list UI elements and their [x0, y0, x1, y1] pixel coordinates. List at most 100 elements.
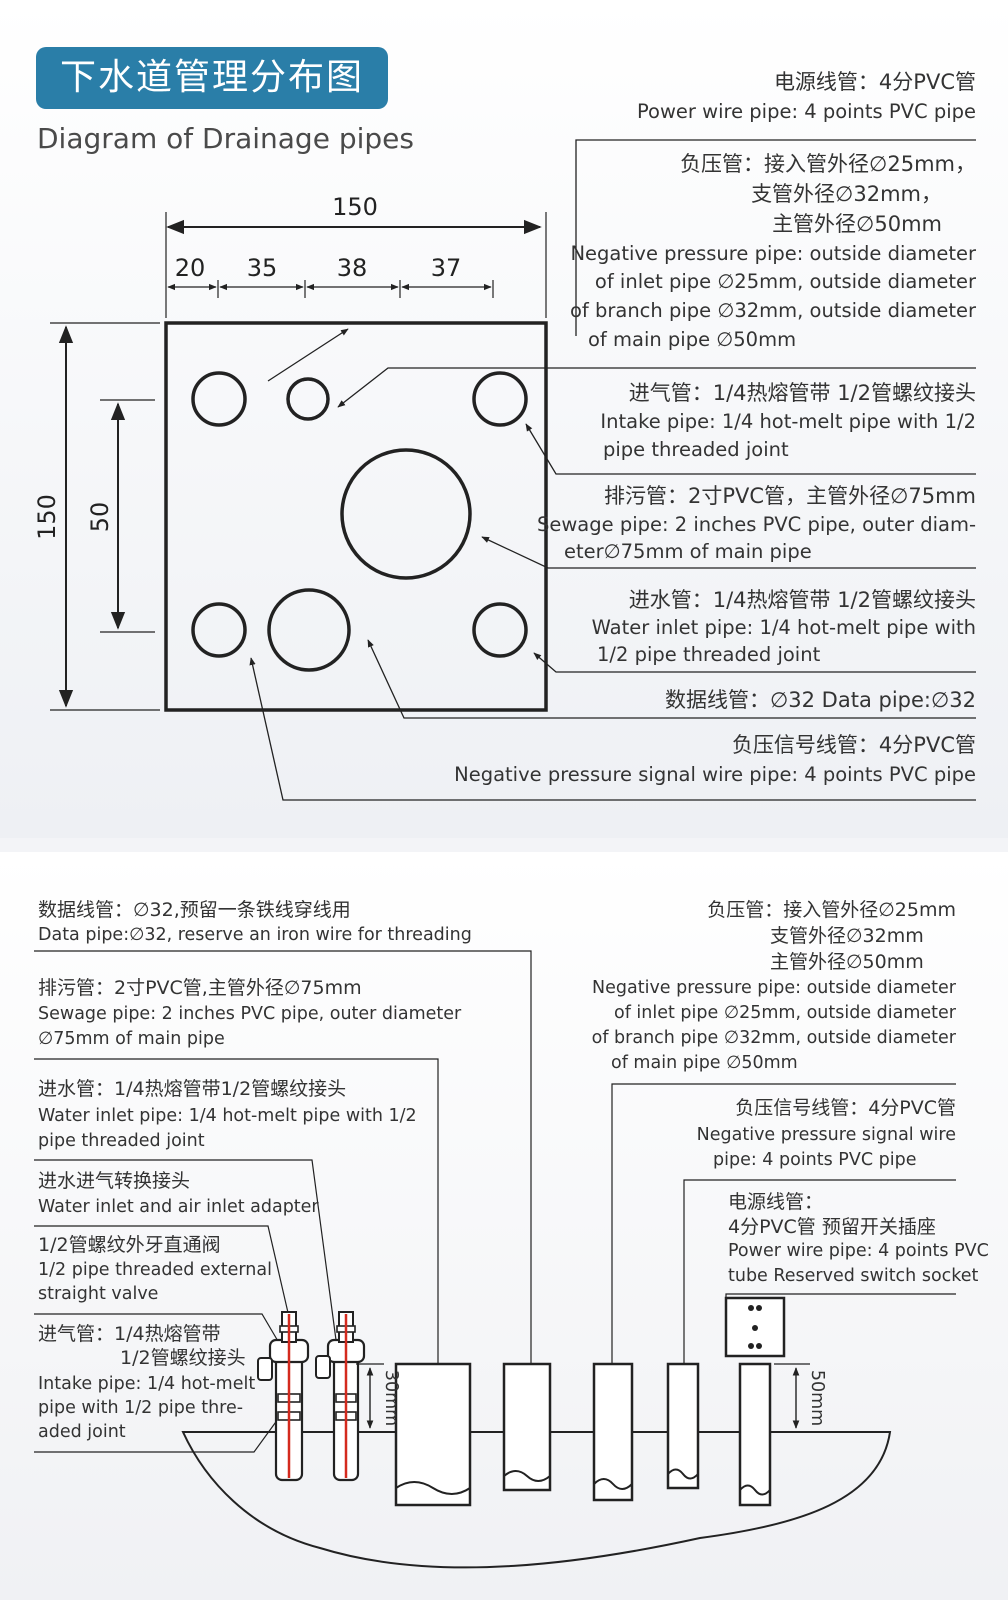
label-neg-en-1: Negative pressure pipe: outside diameter — [570, 242, 977, 265]
b-leader-adapter — [34, 1225, 294, 1331]
floor-ground-line — [181, 1431, 892, 1569]
sewage-pipe — [394, 1362, 472, 1507]
b-leader-power — [725, 1293, 956, 1298]
b-label-intake-en-1: Intake pipe: 1/4 hot-melt — [38, 1374, 255, 1394]
leader-power — [575, 139, 976, 336]
b-label-negsig-cn: 负压信号线管：4分PVC管 — [735, 1097, 956, 1119]
label-neg-en-3: of branch pipe ∅32mm, outside diameter — [570, 299, 977, 322]
socket-hole-1 — [748, 1305, 754, 1311]
b-label-neg-en-2: of inlet pipe ∅25mm, outside diameter — [614, 1003, 957, 1023]
label-intake-cn: 进气管：1/4热熔管带 1/2管螺纹接头 — [629, 381, 976, 405]
label-neg-en-2: of inlet pipe ∅25mm, outside diameter — [595, 270, 977, 293]
b-leader-sewage — [34, 1058, 441, 1379]
label-intake-en-2: pipe threaded joint — [603, 438, 789, 461]
diagram-title-badge: 下水道管理分布图 — [36, 47, 388, 109]
label-sewage-en-2: eter∅75mm of main pipe — [564, 540, 812, 563]
b-label-intake-cn-2: 1/2管螺纹接头 — [120, 1347, 246, 1369]
dim-seg3: 38 — [337, 254, 368, 282]
label-water-cn: 进水管：1/4热熔管带 1/2管螺纹接头 — [629, 588, 976, 612]
label-sewage-en-1: Sewage pipe: 2 inches PVC pipe, outer di… — [537, 513, 976, 536]
b-label-water-cn: 进水管：1/4热熔管带1/2管螺纹接头 — [38, 1078, 346, 1100]
leader-sewage — [481, 536, 976, 569]
b-leader-valve — [34, 1313, 283, 1349]
hole-negative-signal — [191, 602, 247, 658]
b-label-adapter-cn: 进水进气转换接头 — [38, 1170, 190, 1192]
b-label-water-en-1: Water inlet pipe: 1/4 hot-melt pipe with… — [38, 1106, 417, 1126]
b-label-neg-cn-3: 主管外径∅50mm — [770, 951, 924, 973]
hole-negative-pressure — [286, 377, 330, 421]
label-neg-en-4: of main pipe ∅50mm — [588, 328, 796, 351]
b-leader-data — [34, 950, 534, 1379]
top-panel: 下水道管理分布图 Diagram of Drainage pipes 150 2… — [0, 0, 1008, 838]
label-data: 数据线管：∅32 Data pipe:∅32 — [665, 688, 976, 712]
label-negsig-en: Negative pressure signal wire pipe: 4 po… — [454, 763, 976, 786]
top-layout-diagram: 150 20 35 38 37 150 50 — [33, 70, 977, 801]
b-label-negsig-en-2: pipe: 4 points PVC pipe — [713, 1150, 916, 1170]
b-leader-negsig — [681, 1179, 956, 1379]
dim-inner-height: 50 — [86, 502, 114, 533]
b-label-power-en-1: Power wire pipe: 4 points PVC — [728, 1241, 989, 1261]
label-water-en-2: 1/2 pipe threaded joint — [597, 643, 821, 666]
socket-hole-5 — [756, 1343, 762, 1349]
b-label-power-cn-1: 电源线管： — [728, 1191, 823, 1213]
data-pipe — [502, 1362, 552, 1492]
label-neg-cn-3: 主管外径∅50mm — [772, 212, 942, 236]
socket-hole-3 — [752, 1325, 758, 1331]
b-label-intake-en-2: pipe with 1/2 pipe thre- — [38, 1398, 243, 1418]
dim-50mm-label: 50mm — [807, 1370, 827, 1426]
negative-signal-pipe — [666, 1362, 700, 1490]
b-label-water-en-2: pipe threaded joint — [38, 1131, 205, 1151]
bottom-installation-diagram: 数据线管：∅32,预留一条铁线穿线用 Data pipe:∅32, reserv… — [34, 899, 989, 1569]
socket-hole-4 — [748, 1343, 754, 1349]
b-label-neg-cn-1: 负压管：接入管外径∅25mm — [707, 899, 956, 921]
leader-intake-b — [525, 423, 976, 475]
b-leader-water — [34, 1159, 342, 1371]
b-label-sewage-cn: 排污管：2寸PVC管,主管外径∅75mm — [38, 977, 362, 999]
dim-total-width: 150 — [332, 193, 378, 221]
b-label-neg-cn-2: 支管外径∅32mm — [770, 925, 924, 947]
b-label-neg-en-4: of main pipe ∅50mm — [611, 1053, 798, 1073]
b-leader-neg — [609, 1083, 956, 1379]
label-neg-cn-2: 支管外径∅32mm， — [751, 182, 942, 206]
dim-seg1: 20 — [175, 254, 206, 282]
negative-pressure-pipe — [592, 1362, 634, 1502]
label-power-cn: 电源线管：4分PVC管 — [774, 70, 976, 94]
hole-data — [267, 588, 351, 672]
leader-negative-signal — [249, 657, 976, 801]
b-label-adapter-en: Water inlet and air inlet adapter — [38, 1197, 319, 1217]
label-water-en-1: Water inlet pipe: 1/4 hot-melt pipe with — [592, 616, 976, 639]
b-label-negsig-en-1: Negative pressure signal wire — [697, 1125, 956, 1145]
b-label-neg-en-3: of branch pipe ∅32mm, outside diameter — [592, 1028, 957, 1048]
hole-intake — [472, 371, 528, 427]
leader-intake-a — [337, 367, 976, 408]
socket-hole-2 — [756, 1305, 762, 1311]
dim-total-height: 150 — [33, 494, 61, 540]
b-label-neg-en-1: Negative pressure pipe: outside diameter — [592, 978, 957, 998]
leader-data — [367, 639, 976, 719]
leader-negative-pressure — [267, 328, 349, 382]
power-wire-pipe — [738, 1362, 772, 1507]
b-label-data-cn: 数据线管：∅32,预留一条铁线穿线用 — [38, 899, 351, 921]
b-label-sewage-en-2: ∅75mm of main pipe — [38, 1029, 225, 1049]
bottom-panel: 数据线管：∅32,预留一条铁线穿线用 Data pipe:∅32, reserv… — [0, 852, 1008, 1600]
b-label-sewage-en-1: Sewage pipe: 2 inches PVC pipe, outer di… — [38, 1004, 462, 1024]
b-label-valve-en-1: 1/2 pipe threaded external — [38, 1260, 272, 1280]
dim-seg4: 37 — [431, 254, 462, 282]
dim-30mm-label: 30mm — [381, 1370, 401, 1426]
diagram-subtitle: Diagram of Drainage pipes — [37, 122, 414, 155]
b-label-intake-cn-1: 进气管：1/4热熔管带 — [38, 1323, 221, 1345]
b-label-power-cn-2: 4分PVC管 预留开关插座 — [728, 1216, 936, 1238]
label-sewage-cn: 排污管：2寸PVC管，主管外径∅75mm — [604, 484, 976, 508]
b-label-valve-en-2: straight valve — [38, 1284, 158, 1304]
b-label-data-en: Data pipe:∅32, reserve an iron wire for … — [38, 925, 472, 945]
dim-seg2: 35 — [247, 254, 278, 282]
label-neg-cn-1: 负压管：接入管外径∅25mm， — [680, 152, 976, 176]
hole-sewage — [340, 448, 472, 580]
label-negsig-cn: 负压信号线管：4分PVC管 — [732, 733, 976, 757]
label-intake-en-1: Intake pipe: 1/4 hot-melt pipe with 1/2 — [600, 410, 976, 433]
intake-valve-handle — [257, 1357, 273, 1381]
label-power-en: Power wire pipe: 4 points PVC pipe — [637, 100, 976, 123]
hole-power-wire — [191, 371, 247, 427]
water-valve-handle — [315, 1355, 331, 1379]
b-label-intake-en-3: aded joint — [38, 1422, 126, 1442]
